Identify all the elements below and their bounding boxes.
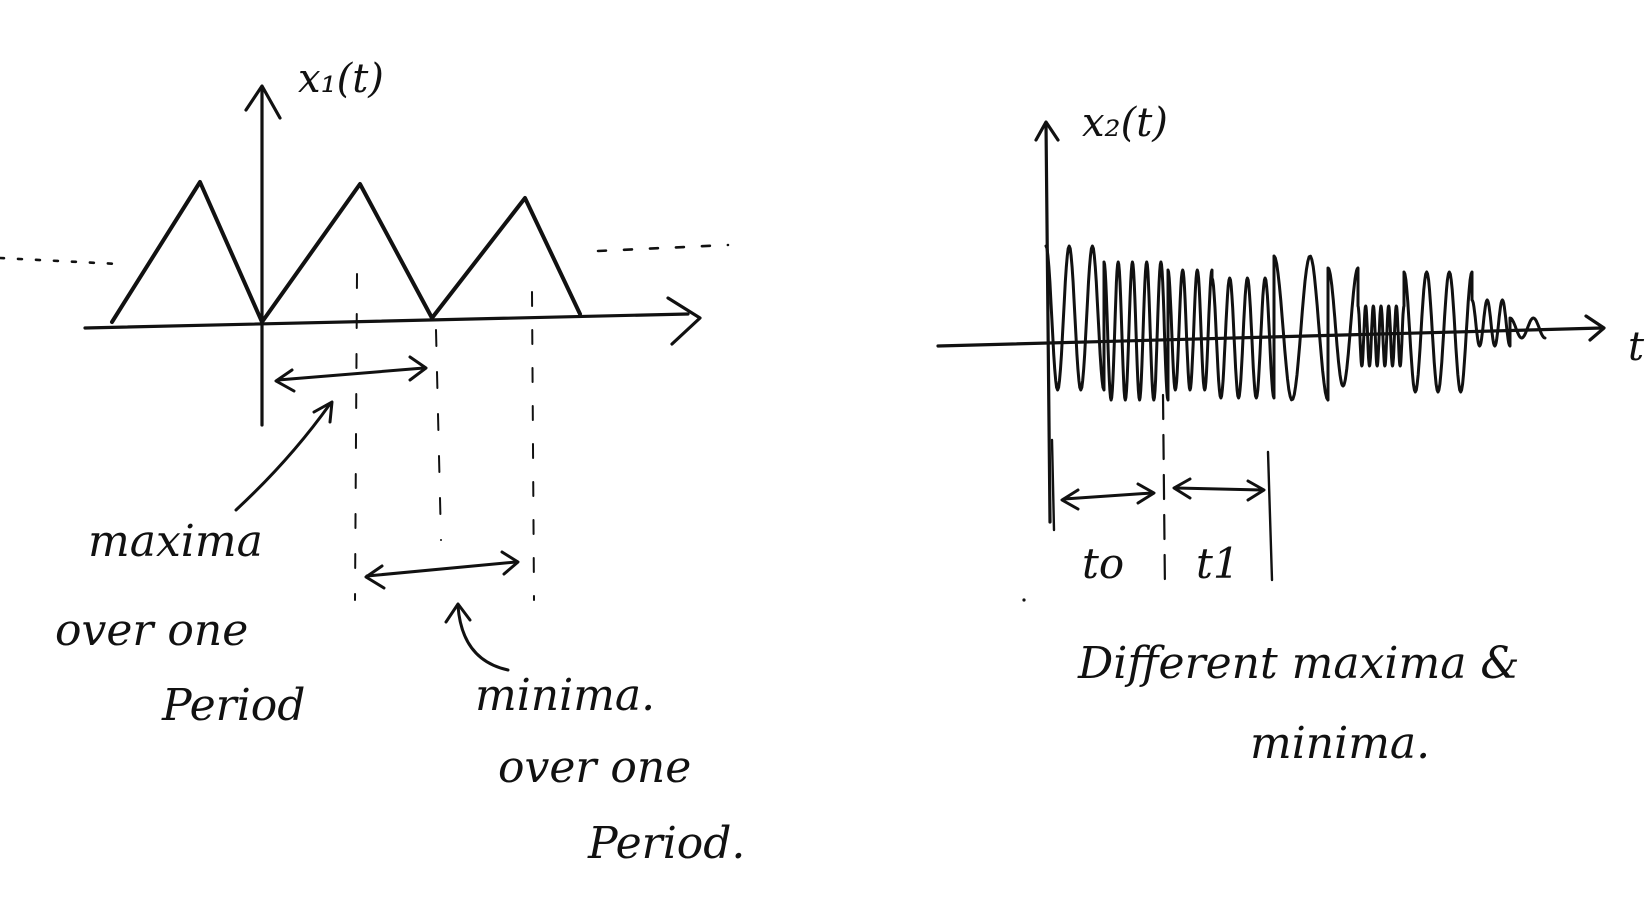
minima-annotation-line-1: minima. [475,670,655,721]
minima-annotation-line-2: over one [498,742,691,793]
amplitude-axis-arrowhead [244,84,282,120]
interval-arrow-t0 [1062,491,1154,501]
maxima-annotation-line-2: over one [55,605,248,656]
amplitude-axis-2-arrowhead [1034,120,1060,142]
interval-marker-middle [1161,393,1167,594]
time-axis-arrowhead [666,296,702,346]
minima-annotation-line-3: Period. [587,818,745,869]
pointer-arrow-maxima-head [312,400,334,424]
maxima-annotation-line-3: Period [161,680,305,731]
period-arrow-maxima-left-head [274,368,296,393]
caption-line-1: Different maxima & [1077,638,1520,689]
aperiodic-signal-diagram: t x₂(t) to t1 Different maxima & minima. [936,100,1645,769]
interval-arrow-t0-left-head [1060,488,1080,511]
interval-arrow-t1-left-head [1172,477,1192,500]
period-arrow-minima-left-head [364,564,386,590]
continuation-dots-left [0,256,120,266]
interval-arrow-t0-right-head [1136,482,1156,505]
guide-max-2 [531,291,535,601]
ink-dot [1022,598,1026,602]
period-arrow-minima-right-head [500,550,520,576]
period-arrow-maxima-right-head [408,355,428,382]
maxima-annotation-line-1: maxima [88,516,263,567]
continuation-dots-right [596,243,730,253]
caption-line-2: minima. [1250,718,1430,769]
irregular-waveform [1044,244,1547,402]
x2-axis-label: x₂(t) [1082,100,1168,146]
interval-arrow-t1 [1174,486,1264,492]
period-arrow-minima [365,560,518,578]
pointer-arrow-minima [456,604,510,672]
guide-max-1 [354,273,358,601]
guide-min [435,329,442,541]
period-arrow-maxima [276,366,426,382]
interval-marker-start [1050,438,1056,532]
pointer-arrow-minima-head [444,602,472,624]
interval-marker-end [1266,450,1274,582]
time-axis-2-arrowhead [1584,314,1606,342]
interval-label-t1: t1 [1196,539,1240,588]
t-axis-label: t [1628,324,1645,370]
interval-arrow-t1-right-head [1246,479,1266,502]
pointer-arrow-maxima [234,402,332,512]
x1-axis-label: x₁(t) [298,56,384,102]
amplitude-axis-2 [1044,122,1052,524]
interval-label-t0: to [1082,539,1124,588]
time-axis [83,312,690,330]
triangle-wave [110,180,582,324]
periodic-signal-diagram: x₁(t) maxima over one Period minima. ove… [0,56,745,869]
